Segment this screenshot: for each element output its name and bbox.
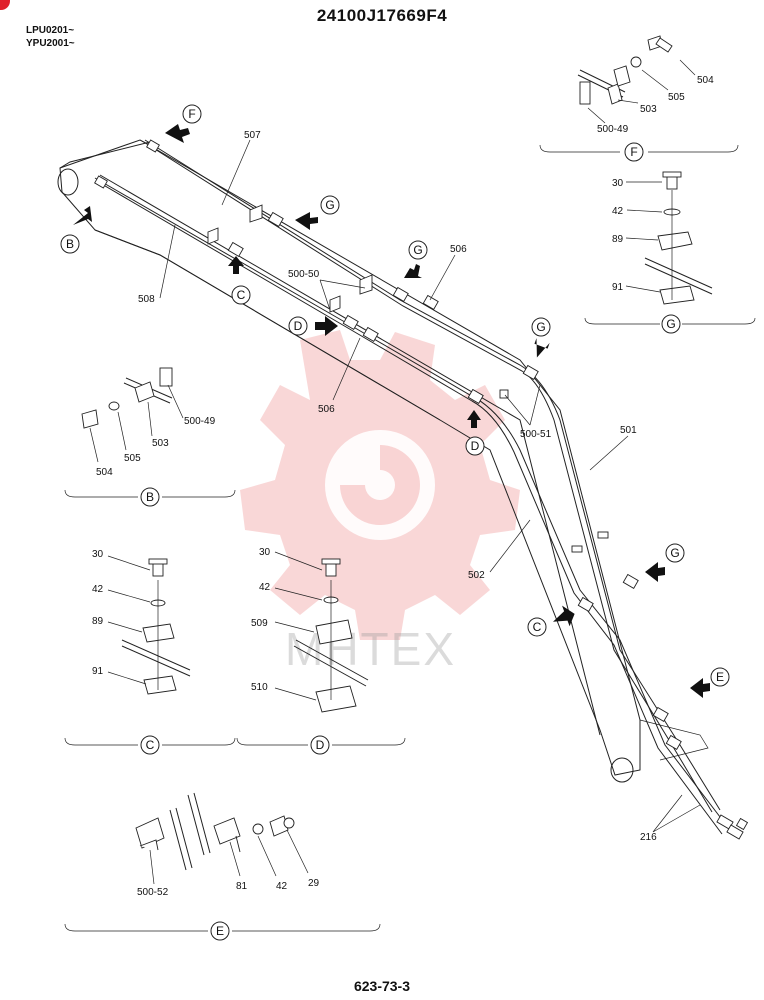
marker-e: E bbox=[716, 670, 724, 684]
c-part-91: 91 bbox=[92, 666, 104, 677]
part-216: 216 bbox=[640, 832, 657, 843]
part-506-upper: 506 bbox=[450, 244, 467, 255]
arrow-b-icon bbox=[73, 206, 92, 225]
caption-b: B bbox=[146, 490, 154, 504]
c-part-42: 42 bbox=[92, 584, 104, 595]
b-part-504: 504 bbox=[96, 467, 113, 478]
arrow-e-icon bbox=[690, 678, 710, 698]
caption-f: F bbox=[630, 145, 637, 159]
caption-e: E bbox=[216, 924, 224, 938]
caption-g: G bbox=[666, 317, 675, 331]
page-number: 623-73-3 bbox=[353, 978, 411, 994]
main-view-markers: F B G C G D G D G C E bbox=[60, 104, 730, 687]
diagram-code: 24100J17669F4 bbox=[316, 6, 448, 25]
marker-c2: C bbox=[533, 620, 542, 634]
marker-d2: D bbox=[471, 439, 480, 453]
g-part-89: 89 bbox=[612, 234, 624, 245]
arrow-g3-icon bbox=[534, 338, 550, 358]
b-part-503: 503 bbox=[152, 438, 169, 449]
part-500-51: 500-51 bbox=[520, 429, 552, 440]
b-part-505: 505 bbox=[124, 453, 141, 464]
serial-range: LPU0201~ YPU2001~ bbox=[26, 24, 75, 50]
detail-view-c: 30 42 89 91 C bbox=[64, 549, 236, 755]
arrow-c2-icon bbox=[553, 605, 575, 627]
view-arrows bbox=[73, 124, 710, 698]
d-part-510: 510 bbox=[251, 682, 268, 693]
marker-g2: G bbox=[413, 243, 422, 257]
f-part-503: 503 bbox=[640, 104, 657, 115]
marker-g1: G bbox=[325, 198, 334, 212]
corner-red-mark bbox=[0, 0, 10, 10]
part-508: 508 bbox=[138, 294, 155, 305]
detail-view-g: 30 42 89 91 G bbox=[584, 171, 756, 334]
e-part-29: 29 bbox=[308, 878, 320, 889]
e-part-42: 42 bbox=[276, 881, 288, 892]
f-part-505: 505 bbox=[668, 92, 685, 103]
detail-view-e: 500-52 81 42 29 E bbox=[64, 792, 381, 941]
b-part-500-49: 500-49 bbox=[184, 416, 216, 427]
main-leaders bbox=[159, 139, 701, 833]
d-part-42: 42 bbox=[259, 582, 271, 593]
detail-view-b: 500-49 503 505 504 B bbox=[64, 367, 236, 507]
e-part-500-52: 500-52 bbox=[137, 887, 169, 898]
d-part-30: 30 bbox=[259, 547, 271, 558]
e-part-81: 81 bbox=[236, 881, 248, 892]
caption-d: D bbox=[316, 738, 325, 752]
detail-view-d: 30 42 509 510 D bbox=[236, 547, 406, 755]
arrow-g1-icon bbox=[295, 212, 318, 230]
marker-g4: G bbox=[670, 546, 679, 560]
arrow-g4-icon bbox=[645, 562, 665, 582]
f-part-500-49: 500-49 bbox=[597, 124, 629, 135]
marker-g3: G bbox=[536, 320, 545, 334]
marker-b: B bbox=[66, 237, 74, 251]
arrow-d1-icon bbox=[315, 316, 338, 336]
part-500-50: 500-50 bbox=[288, 269, 320, 280]
marker-f: F bbox=[188, 107, 195, 121]
arrow-d2-icon bbox=[467, 410, 481, 428]
marker-d1: D bbox=[294, 319, 303, 333]
f-part-504: 504 bbox=[697, 75, 714, 86]
c-part-89: 89 bbox=[92, 616, 104, 627]
d-part-509: 509 bbox=[251, 618, 268, 629]
boom-assembly bbox=[57, 139, 709, 783]
g-part-91: 91 bbox=[612, 282, 624, 293]
hose-lines bbox=[94, 139, 749, 840]
serial-2: YPU2001~ bbox=[26, 38, 75, 49]
marker-c1: C bbox=[237, 288, 246, 302]
part-506-lower: 506 bbox=[318, 404, 335, 415]
part-507: 507 bbox=[244, 130, 261, 141]
part-501: 501 bbox=[620, 425, 637, 436]
watermark-logo: MHTEX bbox=[240, 330, 520, 675]
serial-1: LPU0201~ bbox=[26, 25, 75, 36]
arrow-g2-icon bbox=[404, 264, 422, 278]
g-part-42: 42 bbox=[612, 206, 624, 217]
g-part-30: 30 bbox=[612, 178, 624, 189]
caption-c: C bbox=[146, 738, 155, 752]
part-502: 502 bbox=[468, 570, 485, 581]
detail-view-f: 504 505 503 500-49 F bbox=[539, 35, 739, 162]
arrow-f-icon bbox=[165, 124, 190, 143]
arrow-c1-icon bbox=[228, 256, 244, 274]
c-part-30: 30 bbox=[92, 549, 104, 560]
